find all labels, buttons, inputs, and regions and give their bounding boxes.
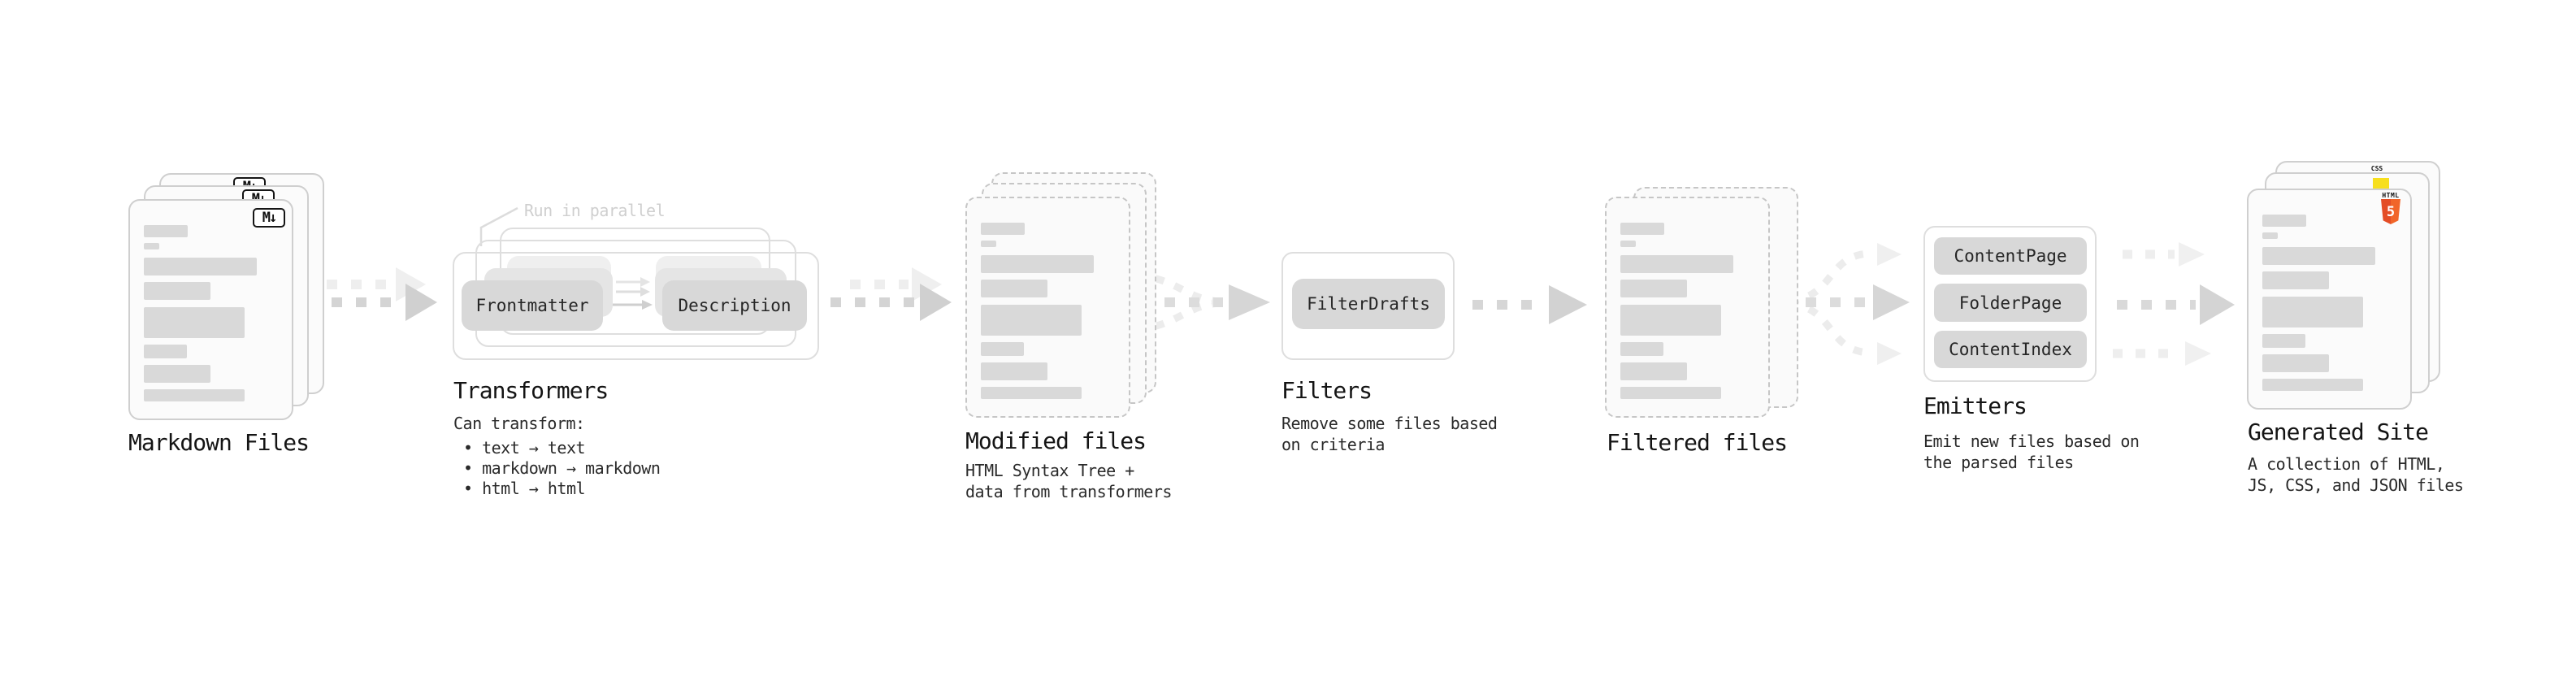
markdown-icon: M↓ [253, 208, 285, 228]
doc-text-line [2262, 297, 2363, 327]
transformers-bullet: • markdown → markdown [463, 458, 661, 478]
doc-text-line [981, 280, 1047, 297]
doc-text-line [1620, 223, 1664, 235]
doc-text-line [144, 365, 210, 383]
stage-title-transformers: Transformers [453, 377, 609, 404]
doc-text-line [2262, 271, 2329, 289]
transformers-desc-heading: Can transform: [453, 414, 585, 433]
doc-text-line [2262, 354, 2329, 372]
doc-text-line [144, 282, 210, 300]
stage-title-generated-site: Generated Site [2248, 419, 2429, 445]
filterdrafts-box: FilterDrafts [1292, 279, 1445, 329]
doc-text-line [2262, 232, 2278, 239]
annotation-leader-line [479, 206, 518, 246]
modified-file-front [965, 197, 1130, 418]
js-icon [2373, 178, 2389, 189]
arrow-modified-to-filters [1134, 272, 1270, 332]
frontmatter-box: Frontmatter [462, 280, 603, 331]
contentindex-box: ContentIndex [1934, 331, 2087, 368]
doc-text-line [981, 387, 1082, 399]
stage-title-filters: Filters [1281, 377, 1373, 404]
doc-text-line [144, 307, 245, 338]
markdown-file-front: M↓ [128, 199, 293, 420]
doc-text-line [2262, 247, 2375, 265]
doc-text-line [2262, 215, 2306, 227]
transformers-bullet: • text → text [463, 438, 586, 458]
doc-text-line [981, 223, 1025, 235]
doc-text-line [1620, 280, 1687, 297]
stage-title-filtered-files: Filtered files [1607, 429, 1788, 456]
contentpage-box: ContentPage [1934, 237, 2087, 275]
arrow-transformers-to-modified [830, 267, 952, 321]
doc-text-line [981, 305, 1082, 336]
doc-text-line [981, 255, 1094, 273]
doc-text-line [1620, 342, 1663, 356]
doc-text-line [1620, 255, 1733, 273]
doc-text-line [1620, 305, 1721, 336]
transformer-frame-front [453, 252, 819, 360]
doc-text-line [144, 258, 257, 275]
doc-text-line [144, 389, 245, 401]
description-box: Description [662, 280, 807, 331]
doc-text-line [981, 241, 996, 247]
doc-text-line [144, 225, 188, 237]
doc-text-line [981, 362, 1047, 380]
arrow-filtered-to-emitters [1781, 243, 1910, 365]
stage-title-markdown-files: Markdown Files [128, 429, 310, 456]
stage-title-modified-files: Modified files [965, 427, 1147, 454]
doc-text-line [144, 243, 159, 249]
arrow-markdown-to-transformers [307, 267, 437, 321]
doc-text-line [1620, 241, 1636, 247]
doc-text-line [2262, 334, 2305, 348]
doc-text-line [1620, 362, 1687, 380]
folderpage-box: FolderPage [1934, 284, 2087, 322]
arrow-frontmatter-to-description [611, 277, 653, 310]
html5-icon: HTML 5 [2380, 192, 2401, 224]
arrow-filters-to-filtered [1472, 285, 1587, 324]
doc-text-line [2262, 379, 2363, 391]
filtered-file-front [1605, 197, 1770, 418]
doc-text-line [981, 342, 1024, 356]
stage-title-emitters: Emitters [1923, 393, 2027, 419]
arrow-emitters-to-site [2113, 242, 2235, 366]
transformers-bullet: • html → html [463, 479, 586, 498]
generated-site-desc: A collection of HTML,JS, CSS, and JSON f… [2248, 454, 2464, 495]
modified-files-desc: HTML Syntax Tree +data from transformers [965, 461, 1172, 501]
doc-text-line [1620, 387, 1721, 399]
doc-text-line [144, 345, 187, 358]
run-in-parallel-label: Run in parallel [524, 201, 666, 220]
site-file-html: HTML 5 [2247, 189, 2412, 410]
